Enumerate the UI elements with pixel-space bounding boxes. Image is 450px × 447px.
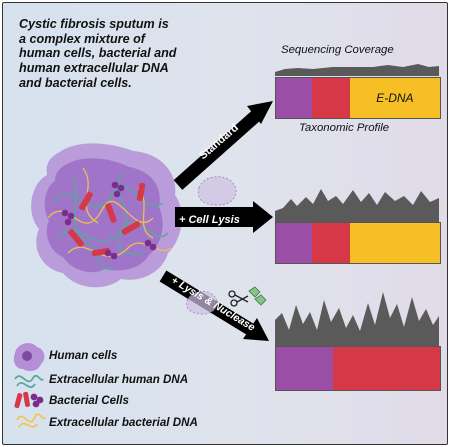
coverage-track-cell-lysis bbox=[275, 189, 439, 222]
e-dna-label: E-DNA bbox=[376, 91, 414, 105]
arrow-label-cell-lysis: + Cell Lysis bbox=[179, 210, 240, 228]
legend-human-dna: Extracellular human DNA bbox=[49, 373, 189, 386]
arrow-cell-lysis bbox=[175, 201, 273, 233]
bacterial-dna-icon bbox=[16, 413, 46, 428]
legend-human-cells: Human cells bbox=[49, 349, 118, 362]
profile-bar-lysis-nuclease bbox=[275, 346, 441, 391]
segment-bacterial bbox=[312, 78, 350, 118]
sputum-sample-icon bbox=[31, 143, 182, 288]
arrow-standard bbox=[173, 101, 273, 190]
legend-bacterial-dna: Extracellular bacterial DNA bbox=[49, 416, 198, 429]
segment-human bbox=[276, 347, 334, 390]
intro-text: Cystic fibrosis sputum is a complex mixt… bbox=[19, 17, 177, 90]
segment-bacterial bbox=[312, 223, 350, 263]
segment-e-dna bbox=[349, 223, 440, 263]
human-dna-icon bbox=[14, 374, 44, 388]
lysed-cell-icon bbox=[186, 176, 237, 315]
bacterial-cell-icon bbox=[14, 391, 44, 409]
coverage-track-lysis-nuclease bbox=[275, 292, 439, 346]
human-cell-icon bbox=[13, 343, 45, 372]
segment-human bbox=[276, 223, 313, 263]
legend-bacterial-cells: Bacterial Cells bbox=[49, 394, 129, 407]
segment-bacterial bbox=[333, 347, 440, 390]
segment-e-dna: E-DNA bbox=[349, 78, 440, 118]
profile-bar-standard: E-DNA bbox=[275, 77, 441, 119]
diagram-canvas bbox=[13, 64, 439, 428]
scissors-icon bbox=[228, 290, 249, 307]
profile-bar-cell-lysis bbox=[275, 222, 441, 264]
taxonomic-profile-label: Taxonomic Profile bbox=[299, 122, 390, 134]
nuclease-icon bbox=[248, 286, 267, 306]
segment-human bbox=[276, 78, 313, 118]
cell-lysis-label: + Cell Lysis bbox=[179, 214, 240, 226]
sequencing-coverage-label: Sequencing Coverage bbox=[281, 44, 394, 56]
coverage-track-standard bbox=[275, 64, 439, 76]
